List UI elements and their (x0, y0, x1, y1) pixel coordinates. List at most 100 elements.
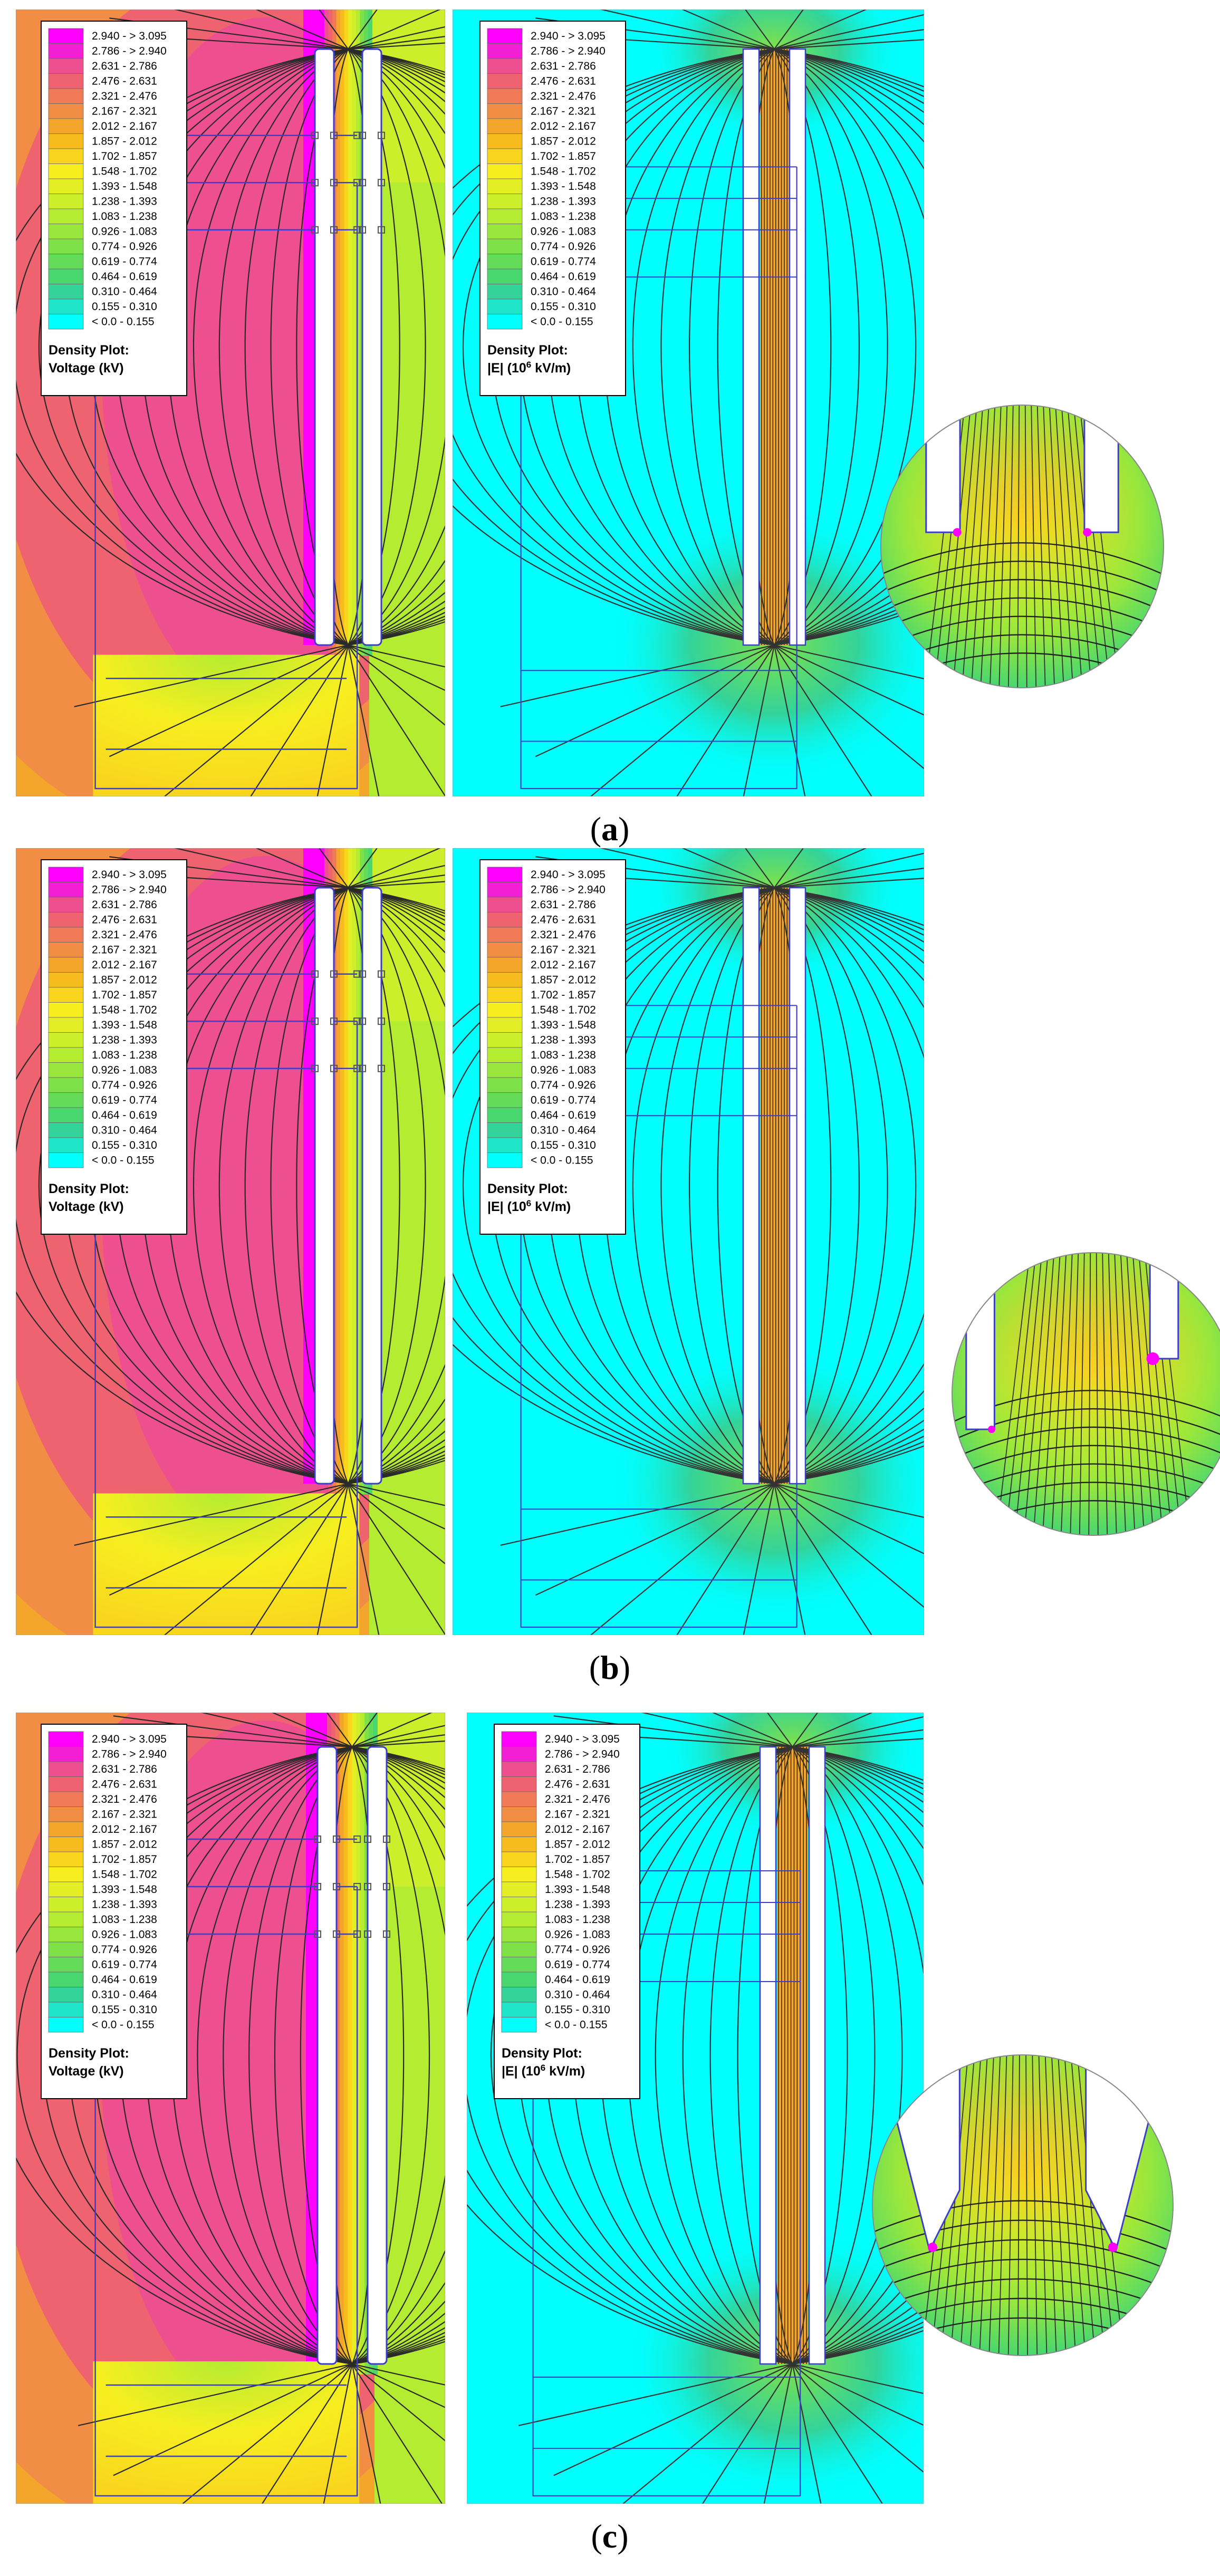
contour-line (774, 887, 924, 1485)
contour-line (766, 1713, 793, 1747)
legend-swatch (48, 224, 84, 239)
tank-outline (94, 182, 358, 790)
legend-swatch (487, 133, 523, 149)
gap-band (336, 9, 341, 656)
legend-range-label: 2.940 - > 3.095 (545, 1733, 620, 1745)
panel-c-label: (c) (591, 2517, 629, 2555)
zoom-flux-line (979, 2055, 994, 2356)
contour-line (348, 887, 445, 1484)
contour-line (38, 48, 349, 646)
legend-swatch (48, 299, 84, 314)
legend-range-label: 0.619 - 0.774 (92, 1959, 157, 1971)
gap-band (344, 848, 349, 1494)
contour-line (16, 1746, 352, 2365)
contour-line (774, 9, 804, 50)
contour-line (164, 645, 349, 796)
zoom-flux-line (1096, 1253, 1099, 1535)
contour-line (774, 29, 924, 50)
legend-range-label: 1.548 - 1.702 (531, 1004, 596, 1016)
legend-swatch (48, 1122, 84, 1138)
zoom-equipotential (881, 579, 1164, 612)
tank-outline (94, 1887, 358, 2497)
contour-line (255, 9, 349, 50)
legend-swatch (487, 268, 523, 284)
contour-line (348, 881, 445, 889)
legend-range-label: 1.238 - 1.393 (545, 1899, 610, 1911)
contour-line (352, 1746, 445, 2365)
contour-line (348, 848, 378, 888)
legend-swatch (48, 1851, 84, 1867)
contour-line (774, 848, 868, 889)
zoom-flux-line (1017, 405, 1020, 688)
node-marker (330, 179, 338, 187)
legend-range-label: 2.476 - 2.631 (92, 75, 157, 88)
gap-band (336, 848, 341, 1494)
legend-range-label: 1.083 - 1.238 (92, 210, 157, 223)
gap-band (356, 848, 361, 1494)
legend-swatch (48, 208, 84, 224)
legend-range-label: 1.702 - 1.857 (92, 989, 157, 1001)
contour-line (792, 1713, 819, 1747)
legend-swatch (501, 1851, 537, 1867)
legend-swatch (487, 238, 523, 254)
legend-swatch (48, 1047, 84, 1063)
legend-swatch (487, 314, 523, 330)
legend-swatch (487, 987, 523, 1003)
legend-swatch (48, 897, 84, 912)
contour-line (763, 2363, 793, 2504)
legend-range-label: 1.702 - 1.857 (545, 1853, 610, 1866)
node-marker (359, 226, 366, 234)
legend-swatch (48, 1137, 84, 1153)
legend-range-label: 0.310 - 0.464 (92, 1124, 157, 1137)
legend-swatch (487, 299, 523, 314)
contour-line (792, 1746, 903, 2364)
legend-range-label: 2.476 - 2.631 (92, 1779, 157, 1791)
contour-line (792, 1746, 924, 2365)
contour-line (244, 49, 349, 646)
legend-range-label: 1.857 - 2.012 (531, 136, 596, 148)
contour-line (792, 1746, 924, 2365)
legend-range-label: 0.926 - 1.083 (92, 1929, 157, 1941)
node-marker (353, 131, 361, 139)
legend-swatch (501, 1821, 537, 1837)
legend-swatch (487, 194, 523, 209)
contour-line (774, 1483, 924, 1608)
legend-range-label: 0.310 - 0.464 (92, 1989, 157, 2001)
legend-swatch (48, 1897, 84, 1912)
legend-title: Density Plot: (487, 343, 568, 358)
legend-swatch (48, 1002, 84, 1018)
contour-line (774, 887, 924, 1485)
zoom-flux-line (1036, 405, 1046, 688)
legend-range-label: < 0.0 - 0.155 (92, 1155, 155, 1167)
legend-title: Density Plot: (502, 2046, 582, 2061)
contour-line (348, 874, 445, 889)
legend-swatch (501, 1972, 537, 1987)
zoom-flux-line (1138, 1253, 1164, 1535)
zoom-flux-line (1025, 2055, 1029, 2356)
legend-range-label: < 0.0 - 0.155 (545, 2019, 608, 2031)
contour-line (774, 645, 872, 796)
legend-range-label: 2.476 - 2.631 (545, 1779, 610, 1791)
legend-swatch (48, 1152, 84, 1168)
legend-swatch (48, 73, 84, 89)
node-marker (311, 970, 319, 978)
contour-line (318, 848, 349, 888)
contour-line (255, 848, 349, 889)
field-electrode-right (789, 887, 806, 1485)
contour-line (553, 2363, 793, 2476)
node-marker (353, 1883, 361, 1890)
contour-line (792, 2363, 924, 2395)
node-marker (359, 1064, 366, 1072)
contour-line (774, 1483, 924, 1554)
contour-line (352, 1746, 445, 2365)
legend-swatch (48, 1107, 84, 1123)
contour-line (774, 887, 888, 1484)
contour-line (16, 1746, 352, 2365)
contour-line (500, 644, 775, 707)
contour-line (467, 1746, 793, 2365)
contour-line (660, 49, 775, 646)
legend-range-label: 0.774 - 0.926 (545, 1944, 610, 1956)
contour-line (553, 1715, 793, 1748)
